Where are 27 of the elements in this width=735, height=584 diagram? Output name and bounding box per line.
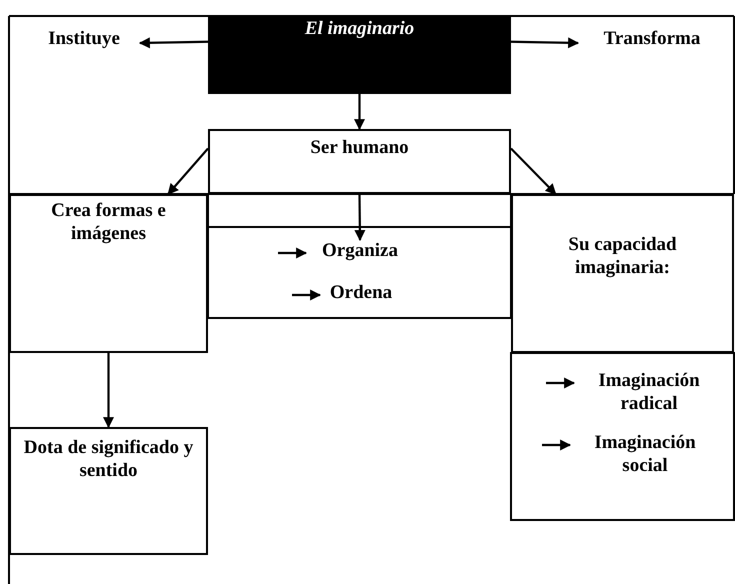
box-label: Crea formas e imágenes [50, 200, 167, 246]
process-box [208, 129, 511, 194]
arrow [510, 148, 556, 195]
box-label: El imaginario [304, 18, 416, 41]
arrow [138, 37, 208, 48]
box-label: Dota de significado y sentido [23, 437, 194, 483]
node-label: Imaginación social [570, 432, 720, 482]
arrow [167, 148, 209, 195]
arrow [510, 37, 580, 48]
node-label: Instituye [28, 28, 140, 58]
node-label: Transforma [578, 28, 726, 58]
table-cell [9, 194, 208, 353]
node-label: Imaginación radical [574, 370, 724, 420]
arrow [292, 290, 322, 300]
title-box [208, 16, 511, 94]
box-label: Ser humano [309, 137, 410, 160]
arrow [354, 194, 366, 242]
arrow [354, 94, 365, 130]
process-box [9, 427, 208, 555]
arrow [546, 378, 576, 388]
node-label: Organiza [306, 240, 414, 266]
arrow [103, 353, 114, 428]
node-label: Ordena [320, 282, 402, 308]
arrow [542, 440, 572, 450]
box-label: Su capacidad imaginaria: [567, 234, 678, 280]
table-cell [511, 194, 734, 353]
arrow [278, 248, 308, 258]
